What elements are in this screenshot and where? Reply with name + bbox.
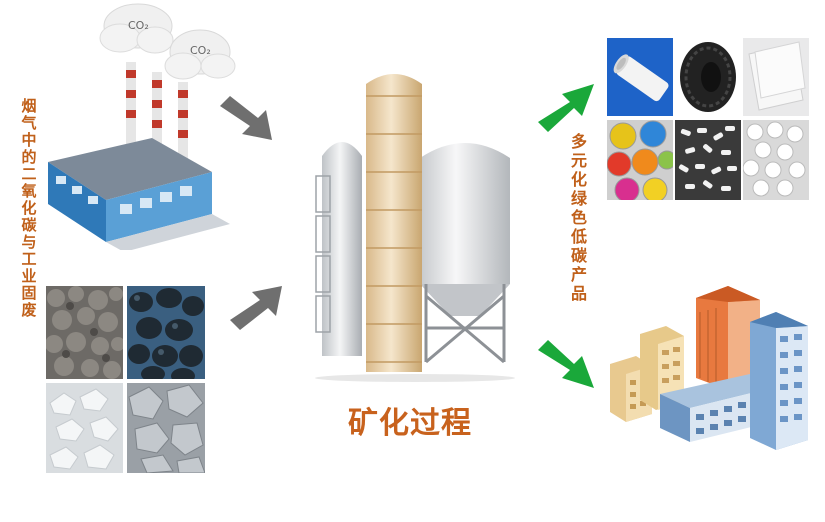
- green-arrow-icon: [538, 340, 594, 388]
- pellets-icon: [675, 120, 741, 200]
- co2-cloud-1: CO₂: [99, 3, 174, 54]
- co2-cloud-2: CO₂: [164, 29, 236, 80]
- paint-cans-icon: [607, 120, 673, 200]
- center-process-label: 矿化过程: [348, 406, 472, 441]
- left-vertical-label: 烟气中的二氧化碳与工业固废: [21, 97, 37, 319]
- co2-label-1: CO₂: [128, 19, 149, 32]
- gray-arrow-icon: [220, 96, 272, 140]
- tire-icon: [675, 38, 741, 116]
- chimneys: [126, 62, 188, 182]
- factory-icon: CO₂ CO₂: [48, 3, 236, 250]
- balls-icon: [743, 120, 809, 200]
- green-arrow-icon: [538, 84, 594, 132]
- coal-tile-icon: [127, 286, 205, 379]
- slag-tile-icon: [46, 286, 123, 379]
- buildings-icon: [610, 286, 808, 450]
- pipe-icon: [607, 38, 673, 116]
- rock-tile-icon: [127, 383, 205, 473]
- right-vertical-label: 多元化绿色低碳产品: [570, 132, 587, 303]
- gray-arrow-icon: [230, 286, 282, 330]
- mineralization-reactor-icon: [315, 74, 515, 382]
- board-icon: [743, 38, 809, 116]
- lime-tile-icon: [46, 383, 123, 473]
- co2-label-2: CO₂: [190, 44, 211, 57]
